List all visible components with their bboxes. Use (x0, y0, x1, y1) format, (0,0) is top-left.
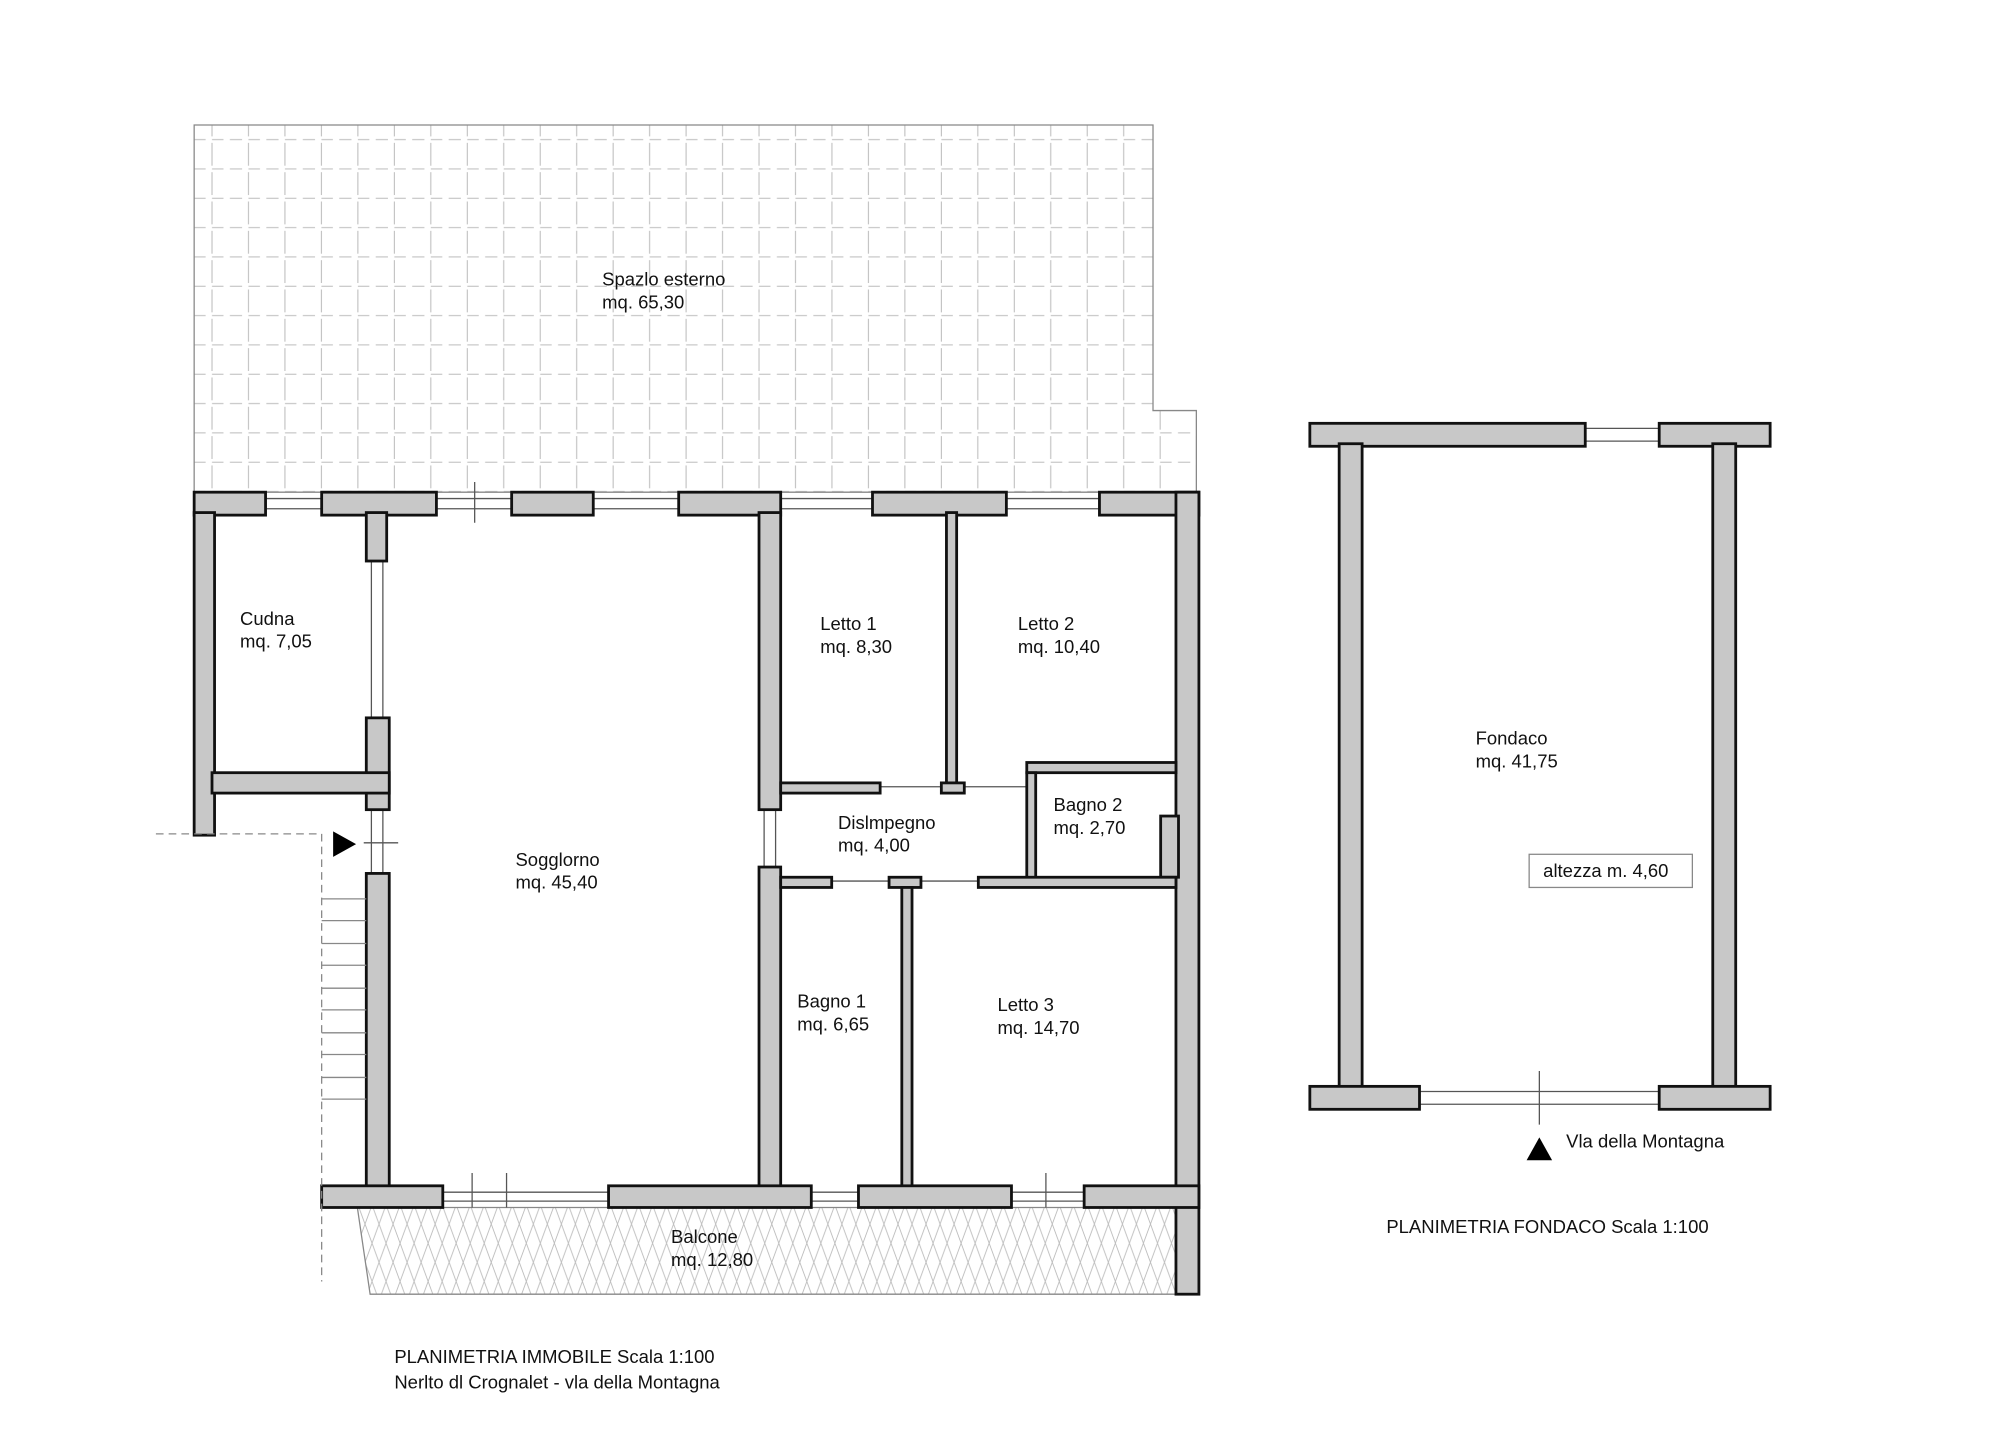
svg-text:Letto 3mq. 14,70: Letto 3mq. 14,70 (997, 994, 1079, 1038)
room-area: mq. 12,80 (671, 1249, 753, 1270)
room-name: Balcone (671, 1226, 738, 1247)
room-area: mq. 7,05 (240, 631, 312, 652)
room-area: mq. 65,30 (602, 292, 684, 313)
room-area: mq. 41,75 (1476, 751, 1558, 772)
height-label-box (1528, 853, 1693, 889)
room-area: mq. 6,65 (797, 1013, 869, 1034)
entrance-stairs (155, 831, 367, 1282)
room-area: mq. 4,00 (838, 835, 910, 856)
plan-title: PLANIMETRIA IMMOBILE Scala 1:100 (394, 1346, 714, 1367)
room-name: Letto 2 (1018, 613, 1074, 634)
room-area: mq. 14,70 (997, 1017, 1079, 1038)
room-name: Fondaco (1476, 728, 1548, 749)
room-name: Spazlo esterno (602, 269, 725, 290)
street-arrow-icon (1526, 1137, 1553, 1161)
svg-text:Letto 1mq. 8,30: Letto 1mq. 8,30 (820, 613, 892, 657)
walls-main (192, 490, 1201, 1296)
room-area: mq. 8,30 (820, 636, 892, 657)
street-label: Vla della Montagna (1566, 1131, 1725, 1152)
room-name: Bagno 2 (1054, 794, 1123, 815)
svg-text:Bagno 2mq. 2,70: Bagno 2mq. 2,70 (1054, 794, 1126, 838)
svg-text:Letto 2mq. 10,40: Letto 2mq. 10,40 (1018, 613, 1100, 657)
room-name: Cudna (240, 608, 295, 629)
fondaco-title: PLANIMETRIA FONDACO Scala 1:100 (1386, 1216, 1708, 1237)
plan-address: Nerlto dl Crognalet - vla della Montagna (394, 1372, 720, 1393)
room-name: Bagno 1 (797, 990, 866, 1011)
room-area: mq. 2,70 (1054, 817, 1126, 838)
room-name: Dislmpegno (838, 812, 936, 833)
room-name: Sogglorno (515, 849, 599, 870)
room-area: mq. 10,40 (1018, 636, 1100, 657)
entrance-arrow-icon (333, 831, 357, 857)
svg-text:Bagno 1mq. 6,65: Bagno 1mq. 6,65 (797, 990, 869, 1034)
room-name: Letto 3 (997, 994, 1053, 1015)
windows (265, 427, 1660, 1208)
room-name: Letto 1 (820, 613, 876, 634)
height-label: altezza m. 4,60 (1543, 860, 1668, 881)
room-area: mq. 45,40 (515, 872, 597, 893)
